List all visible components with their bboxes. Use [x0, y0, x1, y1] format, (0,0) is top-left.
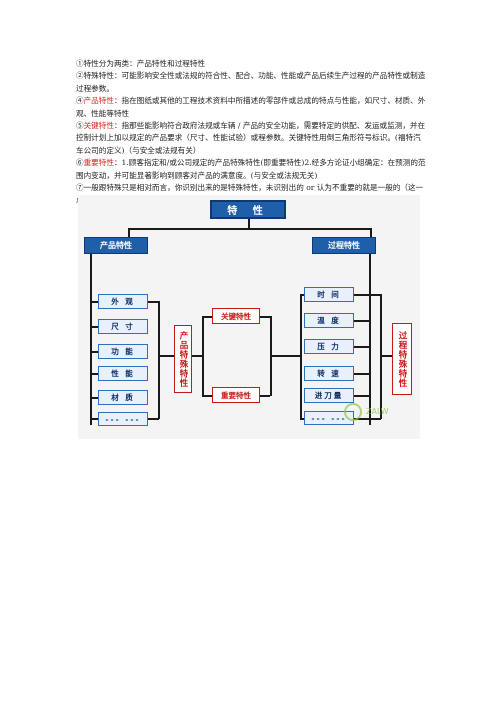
center-left-bottom — [202, 395, 212, 397]
right-bracket-out — [380, 355, 392, 357]
top-horizontal-line — [128, 228, 370, 230]
right-bracket-bottom — [370, 418, 381, 420]
left-bracket-vertical — [158, 301, 160, 419]
left-bracket-tick-1 — [148, 301, 159, 303]
paragraph-4-number: ④ — [76, 96, 84, 106]
center-right-stub — [270, 355, 300, 357]
paragraph-4-text: ：指在图纸或其他的工程技术资料中所描述的零部件或总成的特点与性能，如尺寸、材质、… — [76, 96, 426, 118]
right-connector-6 — [354, 418, 370, 420]
paragraph-4-label: 产品特性 — [83, 96, 114, 106]
item-time: 时 间 — [304, 287, 354, 302]
paragraph-1: ①特性分为两类：产品特性和过程特性 — [76, 58, 426, 70]
paragraph-5-text: ：指那些能影响符合政府法规或车辆 / 产品的安全功能，需要特定的供配、发运或监测… — [76, 121, 426, 155]
left-bracket-tick-2 — [148, 418, 159, 420]
item-dimension: 尺 寸 — [98, 319, 148, 334]
right-connector-5 — [354, 395, 370, 397]
item-right-ellipsis: --- --- — [304, 411, 354, 425]
item-left-ellipsis: --- --- — [98, 412, 148, 426]
paragraph-1-text: 特性分为两类：产品特性和过程特性 — [83, 59, 206, 68]
important-characteristic-box: 重要特性 — [212, 387, 260, 403]
process-special-characteristics: 过程特殊特性 — [392, 323, 412, 395]
watermark-circle-icon — [344, 403, 362, 421]
center-right-top — [260, 316, 270, 318]
right-connector-4 — [354, 373, 370, 375]
paragraph-2-number: ② — [76, 71, 84, 81]
document-text: ①特性分为两类：产品特性和过程特性 ②特殊特性：可能影响安全性或法规的符合性、配… — [76, 58, 426, 207]
item-feed-rate: 进刀量 — [304, 388, 354, 403]
paragraph-2-text: 特殊特性：可能影响安全性或法规的符合性、配合、功能、性能或产品后续生产过程的产品… — [76, 71, 426, 93]
right-bracket-vertical — [380, 294, 382, 419]
center-left-vertical — [202, 316, 204, 396]
left-connector-1 — [90, 301, 98, 303]
left-connector-2 — [90, 326, 98, 328]
process-characteristics-header: 过程特性 — [312, 237, 376, 254]
right-connector-2 — [354, 320, 370, 322]
right-group-left-bottom — [300, 418, 304, 420]
item-appearance: 外 观 — [98, 294, 148, 309]
paragraph-4: ④产品特性：指在图纸或其他的工程技术资料中所描述的零部件或总成的特点与性能，如尺… — [76, 95, 426, 120]
item-material: 材 质 — [98, 390, 148, 405]
paragraph-1-number: ① — [76, 59, 84, 68]
item-rotation-speed: 转 速 — [304, 366, 354, 381]
paragraph-6-text: ：1.顾客指定和/或公司规定的产品特殊特性(即重要特性)2.经多方论证小组确定：… — [76, 158, 426, 180]
paragraph-5-number: ⑤ — [76, 121, 84, 131]
right-bracket-top — [370, 294, 381, 296]
left-stem — [128, 228, 130, 237]
title-stem — [248, 218, 250, 228]
paragraph-5-label: 关键特性 — [83, 121, 114, 131]
right-connector-3 — [354, 346, 370, 348]
item-temperature: 温 度 — [304, 313, 354, 328]
center-left-stub — [192, 355, 202, 357]
left-connector-4 — [90, 373, 98, 375]
right-group-left-vertical — [300, 294, 302, 419]
left-connector-5 — [90, 397, 98, 399]
paragraph-7-number: ⑦ — [76, 183, 84, 193]
right-stem — [370, 228, 372, 237]
center-right-bottom — [260, 395, 270, 397]
characteristics-diagram: 特 性 产品特性 过程特性 外 观 尺 寸 功 能 性 能 材 质 --- --… — [78, 195, 420, 439]
left-connector-3 — [90, 351, 98, 353]
left-connector-6 — [90, 418, 98, 420]
paragraph-2: ②特殊特性：可能影响安全性或法规的符合性、配合、功能、性能或产品后续生产过程的产… — [76, 70, 426, 95]
watermark-text: ZALW — [366, 407, 389, 416]
item-pressure: 压 力 — [304, 339, 354, 354]
product-special-characteristics: 产品特殊特性 — [174, 325, 192, 393]
center-left-top — [202, 316, 212, 318]
item-function: 功 能 — [98, 344, 148, 359]
key-characteristic-box: 关键特性 — [212, 308, 260, 324]
left-spine — [90, 254, 92, 425]
paragraph-6-label: 重要特性 — [83, 158, 114, 168]
left-bracket-out — [158, 355, 174, 357]
right-group-left-top — [300, 294, 304, 296]
paragraph-6: ⑥重要特性：1.顾客指定和/或公司规定的产品特殊特性(即重要特性)2.经多方论证… — [76, 157, 426, 182]
paragraph-5: ⑤关键特性：指那些能影响符合政府法规或车辆 / 产品的安全功能，需要特定的供配、… — [76, 120, 426, 157]
product-characteristics-header: 产品特性 — [84, 237, 148, 254]
watermark-logo: ZALW — [344, 401, 408, 425]
item-performance: 性 能 — [98, 366, 148, 381]
diagram-title: 特 性 — [210, 200, 286, 219]
right-connector-1 — [354, 294, 370, 296]
right-spine — [369, 254, 371, 425]
paragraph-6-number: ⑥ — [76, 158, 84, 168]
